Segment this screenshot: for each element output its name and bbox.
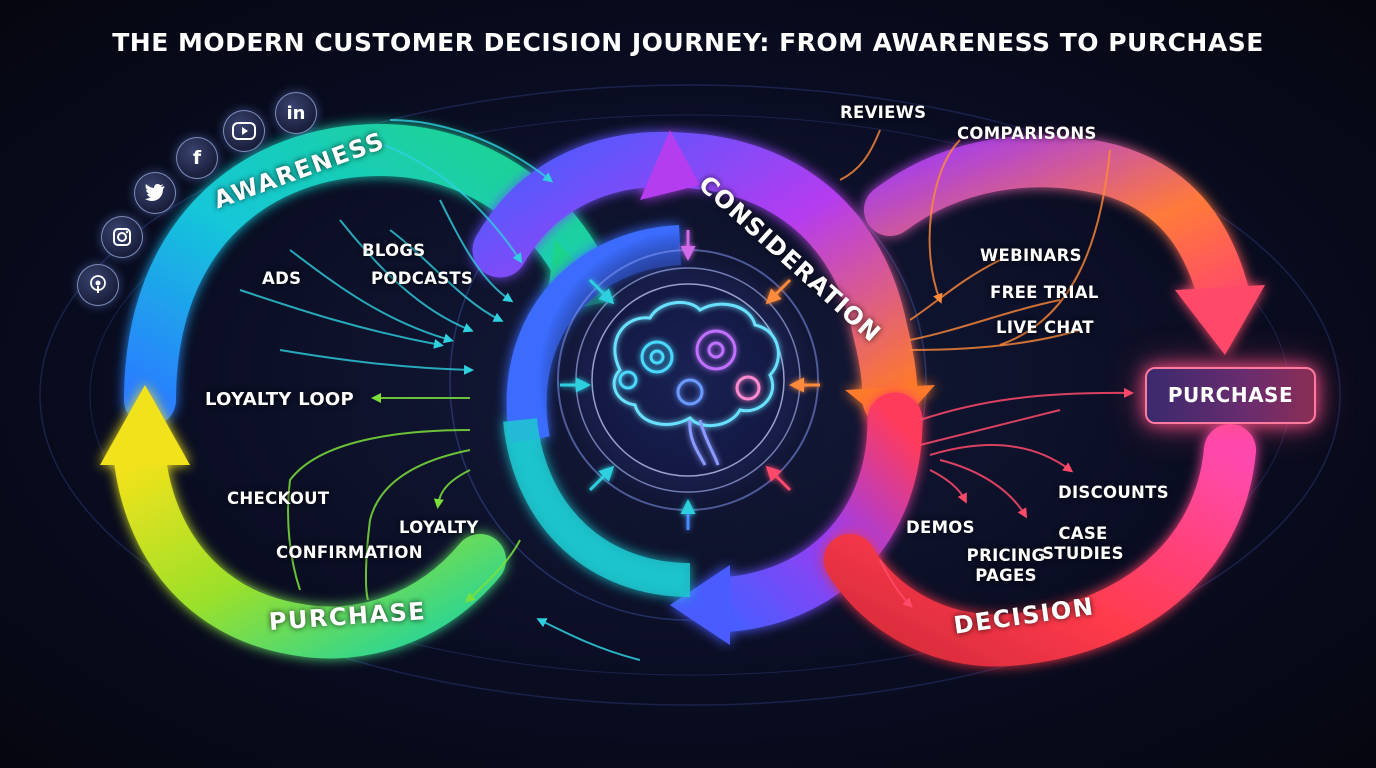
youtube-icon (223, 110, 265, 152)
channel-live-chat: LIVE CHAT (996, 318, 1094, 337)
channel-blogs: BLOGS (362, 241, 426, 260)
page-title: THE MODERN CUSTOMER DECISION JOURNEY: FR… (112, 28, 1264, 57)
channel-free-trial: FREE TRIAL (990, 283, 1099, 302)
core-arrows (560, 230, 820, 530)
channel-webinars: WEBINARS (980, 246, 1082, 265)
decision-feed-lines (879, 387, 1134, 608)
channel-ads: ADS (262, 269, 302, 288)
purchase-loop (100, 385, 506, 659)
podcast-icon (77, 264, 119, 306)
channel-confirmation: CONFIRMATION (276, 543, 423, 562)
twitter-icon (134, 172, 176, 214)
loyalty-loop-label: LOYALTY LOOP (205, 389, 355, 410)
channel-demos: DEMOS (906, 518, 975, 537)
consideration-feed-lines (839, 129, 1111, 351)
purchase-goal-box: PURCHASE (1145, 367, 1316, 424)
channel-checkout: CHECKOUT (227, 489, 330, 508)
decision-loop (864, 135, 1265, 355)
decision-lower-loop (824, 424, 1256, 667)
purchase-feed-lines (287, 393, 641, 661)
channel-case-studies: CASE STUDIES (1042, 524, 1124, 563)
channel-loyalty: LOYALTY (399, 518, 479, 537)
facebook-icon: f (176, 137, 218, 179)
channel-reviews: REVIEWS (840, 103, 927, 122)
linkedin-glyph: in (286, 102, 306, 124)
brain-gears-icon (612, 300, 780, 466)
facebook-glyph: f (192, 147, 202, 169)
channel-podcasts: PODCASTS (371, 269, 474, 288)
channel-comparisons: COMPARISONS (957, 124, 1097, 143)
channel-discounts: DISCOUNTS (1058, 483, 1169, 502)
linkedin-icon: in (275, 92, 317, 134)
channel-pricing-pages: PRICING PAGES (966, 546, 1046, 585)
awareness-feed-lines (239, 119, 554, 375)
instagram-icon (101, 216, 143, 258)
